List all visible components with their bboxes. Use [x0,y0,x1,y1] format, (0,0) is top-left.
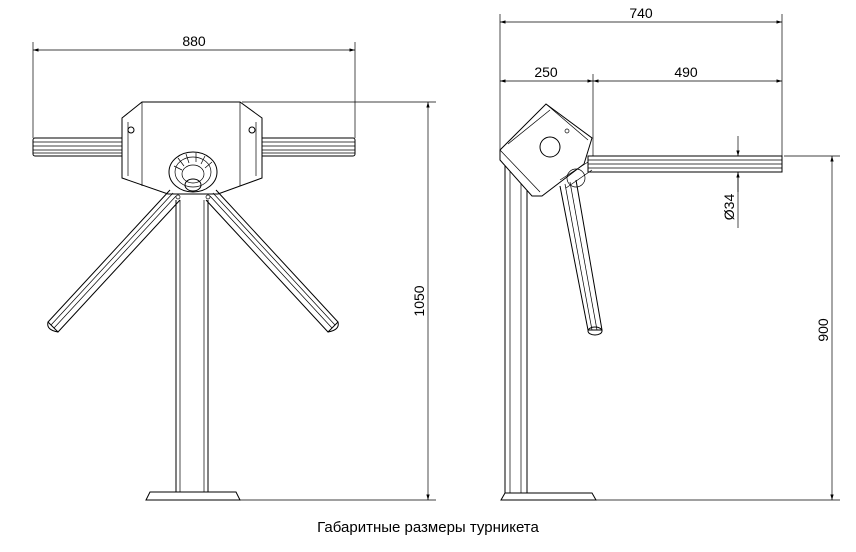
front-left-arm [47,189,181,333]
side-head-width-label: 250 [534,64,558,80]
side-arm-length-label: 490 [674,64,698,80]
side-arm-height-label: 900 [815,318,831,342]
side-horizontal-arm [587,155,783,173]
front-right-arm [205,189,339,333]
dim-front-height: 1050 [240,101,436,501]
drawing-caption: Габаритные размеры турникета [317,519,539,536]
front-view: 880 1050 [32,33,436,501]
side-base-plate [500,492,597,501]
front-width-label: 880 [182,33,206,49]
dim-side-arm-height: 900 [596,155,840,501]
front-height-label: 1050 [411,285,427,316]
front-rotor-hub [168,151,218,200]
dim-side-arm-diameter: Ø34 [721,136,740,228]
side-total-width-label: 740 [629,5,653,21]
front-housing [121,101,263,195]
side-angled-arm [559,179,603,336]
dim-side-head-and-arm: 250 490 [500,64,782,156]
front-post [175,200,209,492]
dim-front-width: 880 [32,33,356,138]
side-arm-diameter-label: Ø34 [721,194,737,221]
side-housing [499,103,593,197]
side-view: 740 250 490 Ø34 900 [499,5,840,501]
side-post [504,152,528,493]
front-base-plate [145,491,241,501]
